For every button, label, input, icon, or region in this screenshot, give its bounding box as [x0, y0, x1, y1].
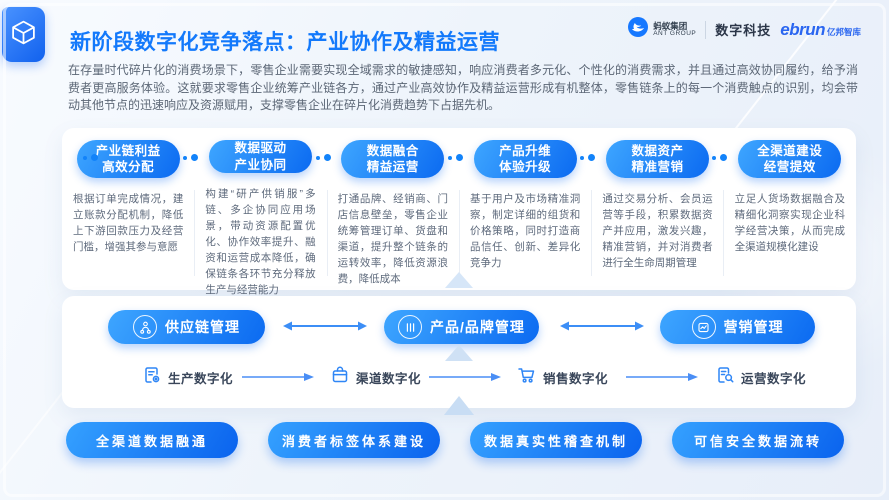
pillar-desc-2: 构建“研产供销服”多链、多企协同应用场景，带动资源配置优化、协作效率提升、融资和… — [205, 188, 316, 296]
logo-ant-group: 蚂蚁集团 ANT GROUP — [627, 16, 696, 43]
management-label: 营销管理 — [723, 319, 784, 335]
ant-group-name: 蚂蚁集团 — [653, 20, 688, 31]
pillar-title-line2: 产业协同 — [234, 157, 287, 172]
pillar-title-line1: 产业链利益 — [95, 143, 161, 158]
connector-dots — [316, 154, 331, 161]
arrow-right-icon — [429, 373, 501, 381]
pillar-pill-2: 数据驱动 产业协同 — [208, 140, 312, 173]
pillar-title-line2: 体验升级 — [499, 160, 552, 174]
operations-card: 供应链管理 产品/品牌管理 — [62, 296, 856, 408]
ant-group-icon — [627, 16, 649, 43]
column-divider — [327, 190, 328, 276]
logo-digital-tech: 数字科技 — [715, 23, 772, 38]
column-divider — [459, 190, 460, 276]
corner-tab — [2, 7, 45, 62]
digital-label: 渠道数字化 — [356, 371, 422, 386]
pillar-title-line2: 经营提效 — [763, 160, 816, 174]
intro-paragraph: 在存量时代碎片化的消费场景下，零售企业需要实现全域需求的敏捷感知，响应消费者多元… — [68, 63, 858, 112]
pillar-desc-1: 根据订单完成情况，建立账款分配机制，降低上下游回款压力及经营门槛，增强其参与意愿 — [73, 193, 184, 253]
digitalization-row: 生产数字化 渠道数字化 — [62, 360, 856, 394]
pillar-pill-5: 数据资产 精准营销 — [605, 140, 709, 178]
double-arrow-icon — [283, 321, 367, 331]
pillar-desc-5: 通过交易分析、会员运营等手段，积累数据资产并应用，激发兴趣，精准营销，并对消费者… — [602, 193, 713, 269]
connector-dots — [183, 154, 198, 161]
cube-icon — [10, 19, 37, 51]
pillar-title-line1: 产品升维 — [499, 143, 552, 158]
logo-divider — [705, 20, 707, 39]
connector-dots — [448, 154, 463, 161]
pillar-column-5: 数据资产 精准营销 通过交易分析、会员运营等手段，积累数据资产并应用，激发兴趣，… — [591, 140, 723, 290]
connector-dots — [83, 154, 98, 161]
pillar-title-line1: 全渠道建设 — [757, 143, 823, 158]
pillar-column-4: 产品升维 体验升级 基于用户及市场精准洞察，制定详细的组货和价格策略，同时打造商… — [459, 140, 591, 290]
ant-group-sub: ANT GROUP — [653, 29, 697, 37]
connector-dots — [580, 154, 595, 161]
pillar-pill-6: 全渠道建设 经营提效 — [738, 140, 842, 178]
arrow-right-icon — [626, 373, 698, 381]
digital-item-production: 生产数字化 — [142, 360, 233, 394]
ebrun-wordmark: ebrun — [780, 19, 825, 39]
digital-item-operation: 运营数字化 — [715, 360, 806, 394]
management-label: 产品/品牌管理 — [430, 319, 525, 335]
ebrun-sub: 亿邦智库 — [826, 26, 861, 37]
foundation-pill-4: 可信安全数据流转 — [672, 422, 844, 458]
flow-up-triangle — [444, 396, 474, 415]
marketing-icon — [691, 315, 716, 339]
pillar-title-line2: 高效分配 — [102, 160, 155, 174]
channel-store-icon — [330, 365, 350, 390]
production-doc-icon — [142, 365, 162, 390]
digital-label: 运营数字化 — [741, 371, 807, 386]
digital-label: 生产数字化 — [168, 371, 234, 386]
foundation-pill-1: 全渠道数据融通 — [66, 422, 238, 458]
connector-dots — [712, 154, 727, 161]
pillar-pill-4: 产品升维 体验升级 — [473, 140, 577, 178]
pillar-title-line2: 精益运营 — [366, 160, 419, 174]
digital-label: 销售数字化 — [543, 371, 609, 386]
page-title: 新阶段数字化竞争落点：产业协作及精益运营 — [70, 31, 500, 54]
management-pill-product-brand: 产品/品牌管理 — [384, 310, 539, 344]
pillar-title-line1: 数据融合 — [366, 143, 419, 158]
supply-chain-icon — [133, 315, 157, 339]
double-arrow-icon — [560, 321, 644, 331]
pillar-title-line1: 数据资产 — [631, 143, 684, 158]
arrow-right-icon — [242, 373, 314, 381]
operation-search-icon — [715, 365, 735, 390]
management-pill-marketing: 营销管理 — [660, 310, 815, 344]
pillar-column-6: 全渠道建设 经营提效 立足人货场数据融合及精细化洞察实现企业科学经营决策，从而完… — [724, 140, 856, 290]
pillar-desc-3: 打通品牌、经销商、门店信息壁垒，零售企业统筹管理订单、货盘和渠道，提升整个链条的… — [337, 193, 448, 285]
pillar-desc-4: 基于用户及市场精准洞察，制定详细的组货和价格策略，同时打造商品信任、创新、差异化… — [469, 193, 581, 269]
pillar-column-1: 产业链利益 高效分配 根据订单完成情况，建立账款分配机制，降低上下游回款压力及经… — [62, 140, 194, 290]
column-divider — [194, 190, 195, 276]
digital-item-sales: 销售数字化 — [517, 360, 608, 394]
foundation-pill-3: 数据真实性稽查机制 — [470, 422, 642, 458]
sales-cart-icon — [517, 365, 537, 390]
product-brand-icon — [398, 315, 423, 339]
management-pill-supply-chain: 供应链管理 — [108, 310, 265, 344]
foundation-pill-2: 消费者标签体系建设 — [268, 422, 440, 458]
pillar-pill-3: 数据融合 精益运营 — [341, 140, 445, 178]
digital-item-channel: 渠道数字化 — [330, 360, 421, 394]
flow-up-triangle — [445, 272, 473, 288]
management-label: 供应链管理 — [165, 319, 240, 335]
pillar-pill-1: 产业链利益 高效分配 — [76, 140, 180, 178]
column-divider — [591, 190, 592, 276]
pillar-title-line1: 数据驱动 — [234, 141, 287, 155]
column-divider — [723, 190, 724, 276]
pillar-column-3: 数据融合 精益运营 打通品牌、经销商、门店信息壁垒，零售企业统筹管理订单、货盘和… — [327, 140, 459, 290]
flow-up-triangle — [445, 345, 473, 361]
pillar-column-2: 数据驱动 产业协同 构建“研产供销服”多链、多企协同应用场景，带动资源配置优化、… — [194, 140, 326, 296]
pillar-title-line2: 精准营销 — [631, 160, 684, 174]
pillar-desc-6: 立足人货场数据融合及精细化洞察实现企业科学经营决策，从而完成全渠道规模化建设 — [734, 193, 845, 253]
